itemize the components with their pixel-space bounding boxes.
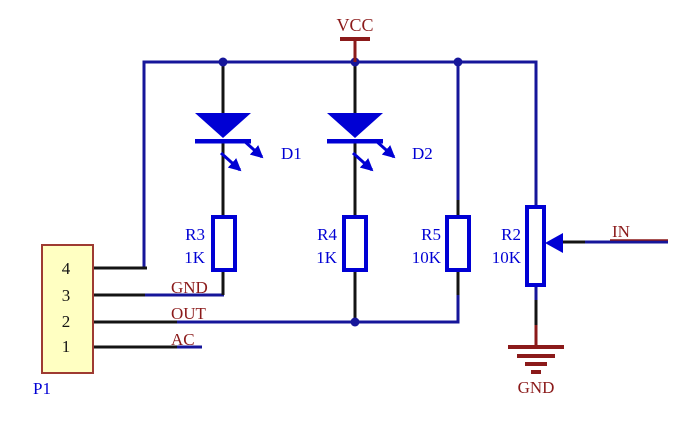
resistor-r3-ref-label: R3: [185, 225, 205, 244]
led-d1: D1: [195, 113, 302, 172]
p1-pin3-number: 3: [62, 286, 71, 305]
in-label: IN: [612, 222, 630, 241]
potentiometer-r2-value-label: 10K: [492, 248, 522, 267]
junction-dot: [218, 57, 228, 67]
wire-vcc-rail: [142, 60, 538, 268]
resistor-r4-value-label: 1K: [316, 248, 338, 267]
led-d2: D2: [327, 113, 433, 172]
vcc-power-symbol: VCC: [336, 15, 374, 62]
in-port: IN: [610, 222, 668, 241]
junction-dots: [218, 57, 463, 327]
connector-p1: 4 3 2 1 P1: [33, 244, 94, 398]
wire-out-net: [177, 295, 460, 324]
net-label-out: OUT: [171, 304, 207, 323]
potentiometer-r2-ref-label: R2: [501, 225, 521, 244]
resistor-r4-ref-label: R4: [317, 225, 337, 244]
vcc-label: VCC: [336, 15, 373, 35]
ground-symbol: GND: [508, 325, 564, 397]
p1-pin1-number: 1: [62, 337, 71, 356]
wiper-arrow-icon: [545, 233, 563, 253]
p1-pin4-number: 4: [62, 259, 71, 278]
connector-p1-ref-label: P1: [33, 379, 51, 398]
resistor-r3: R3 1K: [184, 215, 237, 272]
resistor-r5-ref-label: R5: [421, 225, 441, 244]
net-label-ac: AC: [171, 330, 195, 349]
led-d1-ref-label: D1: [281, 144, 302, 163]
resistor-r4: R4 1K: [316, 215, 368, 272]
component-pins: [93, 62, 585, 349]
resistor-r3-value-label: 1K: [184, 248, 206, 267]
led-d2-ref-label: D2: [412, 144, 433, 163]
resistor-r5: R5 10K: [412, 215, 471, 272]
p1-pin2-number: 2: [62, 312, 71, 331]
led-emission-arrows: [219, 138, 264, 172]
potentiometer-r2: R2 10K: [492, 205, 563, 287]
net-label-gnd: GND: [171, 278, 208, 297]
ground-label: GND: [518, 378, 555, 397]
net-labels: GND OUT AC: [171, 278, 208, 349]
led-emission-arrows: [351, 138, 396, 172]
junction-dot: [350, 317, 360, 327]
junction-dot: [453, 57, 463, 67]
resistor-r5-value-label: 10K: [412, 248, 442, 267]
